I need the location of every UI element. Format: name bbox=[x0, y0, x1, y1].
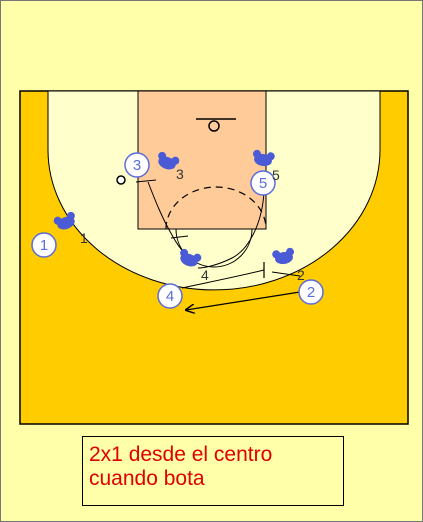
free-throw-circle bbox=[175, 228, 253, 268]
player-2: 2 2 bbox=[297, 267, 324, 305]
player-circle-label: 3 bbox=[133, 157, 141, 174]
defender-hand-icon bbox=[158, 151, 180, 170]
pass-arrow bbox=[186, 291, 301, 310]
caption-line-2: cuando bota bbox=[89, 467, 205, 490]
paint bbox=[137, 90, 267, 230]
defenders bbox=[53, 149, 295, 267]
player-circle-label: 2 bbox=[307, 284, 315, 301]
player-circle-label: 4 bbox=[166, 288, 174, 305]
player-tag-label: 1 bbox=[80, 230, 88, 246]
defender-hand-icon bbox=[272, 247, 295, 265]
player-circle-label: 5 bbox=[259, 175, 267, 192]
ball-icon bbox=[116, 175, 126, 185]
screen-mark-3 bbox=[135, 179, 157, 183]
player-4: 4 4 bbox=[157, 267, 209, 309]
player-tag-label: 3 bbox=[176, 166, 184, 182]
player-3: 3 3 bbox=[124, 152, 184, 182]
cut-path-5 bbox=[197, 191, 265, 269]
caption-box: 2x1 desde el centro cuando bota bbox=[82, 436, 344, 506]
player-tag-label: 4 bbox=[201, 267, 209, 283]
caption-line-1: 2x1 desde el centro bbox=[89, 443, 273, 466]
rim bbox=[208, 120, 220, 132]
screen-mark-3b bbox=[170, 235, 189, 239]
defender-hand-icon bbox=[252, 149, 275, 167]
player-circle-label: 1 bbox=[40, 237, 48, 254]
player-5: 5 5 bbox=[250, 167, 280, 196]
player-tag-label: 2 bbox=[297, 267, 305, 283]
player-1: 1 1 bbox=[31, 230, 88, 258]
defender-hand-icon bbox=[180, 248, 202, 267]
path-2-top bbox=[271, 271, 301, 277]
defender-hand-icon bbox=[53, 211, 75, 230]
player-tag-label: 5 bbox=[272, 167, 280, 183]
path-4 bbox=[181, 269, 265, 289]
